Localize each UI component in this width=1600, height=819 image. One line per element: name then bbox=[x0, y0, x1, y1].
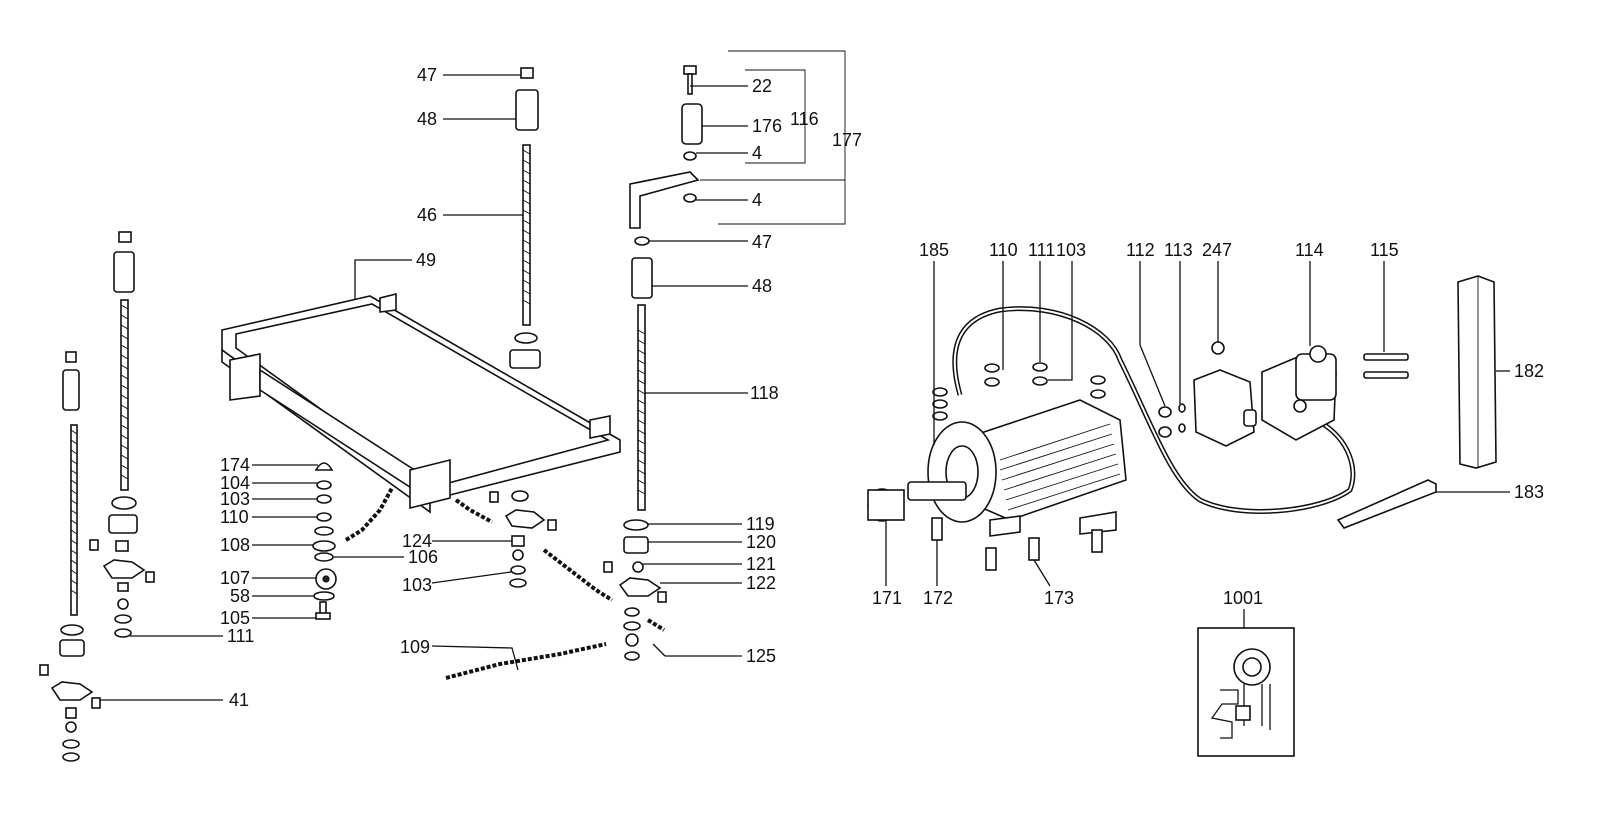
small-parts-stack bbox=[312, 462, 337, 620]
wiring-diagram-1001 bbox=[1197, 627, 1295, 757]
switch-assembly bbox=[1158, 341, 1409, 447]
left-rod-assembly-b bbox=[89, 231, 155, 638]
callout-109: 109 bbox=[400, 637, 430, 657]
callout-104: 104 bbox=[220, 473, 250, 493]
callout-105: 105 bbox=[220, 608, 250, 628]
callout-106: 106 bbox=[408, 547, 438, 567]
bracket-and-key bbox=[1336, 275, 1497, 529]
callout-173: 173 bbox=[1044, 588, 1074, 608]
callout-115: 115 bbox=[1370, 240, 1399, 260]
callout-112: 112 bbox=[1126, 240, 1155, 260]
callout-183: 183 bbox=[1514, 482, 1544, 502]
center-rod-assembly bbox=[509, 67, 541, 369]
chains bbox=[344, 487, 666, 680]
callout-4-upper: 4 bbox=[752, 143, 762, 163]
callout-47-right: 47 bbox=[752, 232, 772, 252]
callout-113: 113 bbox=[1164, 240, 1193, 260]
callout-176: 176 bbox=[752, 116, 782, 136]
callout-118: 118 bbox=[750, 383, 779, 403]
callout-49: 49 bbox=[416, 250, 436, 270]
callout-labels: 47 48 46 49 22 176 116 177 4 4 47 48 118… bbox=[220, 65, 1544, 710]
callout-4-lower: 4 bbox=[752, 190, 762, 210]
callout-58: 58 bbox=[230, 586, 250, 606]
callout-119: 119 bbox=[746, 514, 775, 534]
callout-177: 177 bbox=[832, 130, 862, 150]
callout-48-top: 48 bbox=[417, 109, 437, 129]
callout-171: 171 bbox=[872, 588, 902, 608]
callout-185: 185 bbox=[919, 240, 949, 260]
callout-247: 247 bbox=[1202, 240, 1232, 260]
callout-110-left: 110 bbox=[220, 507, 249, 527]
callout-122: 122 bbox=[746, 573, 776, 593]
callout-47-top: 47 bbox=[417, 65, 437, 85]
callout-111-right: 111 bbox=[1028, 240, 1055, 260]
callout-172: 172 bbox=[923, 588, 953, 608]
right-rod-assembly bbox=[603, 65, 703, 661]
callout-22: 22 bbox=[752, 76, 772, 96]
callout-116: 116 bbox=[790, 109, 819, 129]
grouping-brackets bbox=[700, 50, 846, 225]
callout-114: 114 bbox=[1295, 240, 1324, 260]
callout-174: 174 bbox=[220, 455, 250, 475]
callout-103-left: 103 bbox=[220, 489, 250, 509]
callout-41: 41 bbox=[229, 690, 249, 710]
callout-125: 125 bbox=[746, 646, 776, 666]
callout-111-left: 111 bbox=[227, 626, 254, 646]
callout-1001: 1001 bbox=[1223, 588, 1263, 608]
callout-103-right: 103 bbox=[1056, 240, 1086, 260]
callout-107: 107 bbox=[220, 568, 250, 588]
callout-46: 46 bbox=[417, 205, 437, 225]
callout-182: 182 bbox=[1514, 361, 1544, 381]
callout-124: 124 bbox=[402, 531, 432, 551]
callout-108: 108 bbox=[220, 535, 250, 555]
callout-48-right: 48 bbox=[752, 276, 772, 296]
callout-110-right: 110 bbox=[989, 240, 1018, 260]
motor-assembly bbox=[867, 306, 1356, 571]
callout-120: 120 bbox=[746, 532, 776, 552]
left-rod-assembly-a bbox=[39, 351, 101, 762]
leader-lines bbox=[100, 74, 1510, 701]
callout-103-center: 103 bbox=[402, 575, 432, 595]
frame-49 bbox=[221, 292, 621, 514]
callout-121: 121 bbox=[746, 554, 776, 574]
